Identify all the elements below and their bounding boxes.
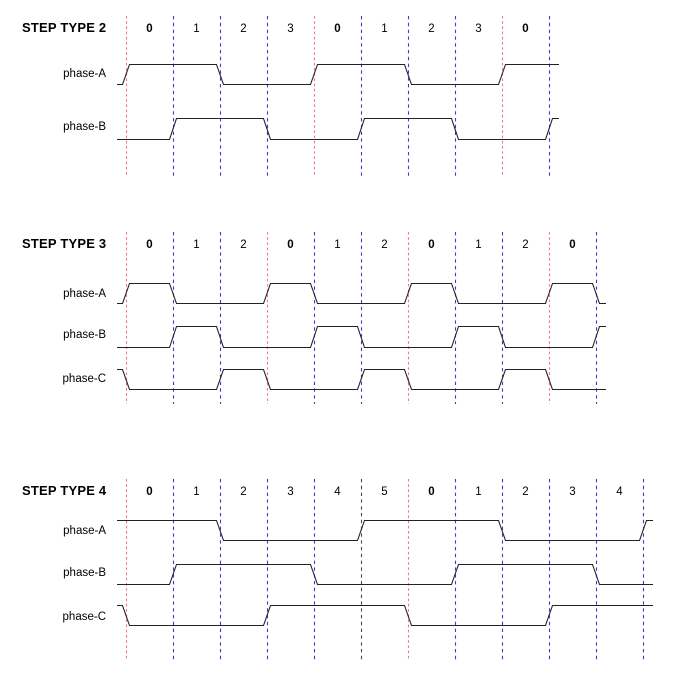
- block-title-step-type-3: STEP TYPE 3: [22, 236, 107, 251]
- step-number-step-type-4-3: 3: [287, 486, 294, 498]
- step-number-step-type-3-0: 0: [146, 239, 153, 251]
- block-title-step-type-2: STEP TYPE 2: [22, 20, 107, 35]
- block-title-step-type-4: STEP TYPE 4: [22, 483, 107, 498]
- step-number-step-type-2-1: 1: [193, 23, 200, 35]
- step-number-step-type-4-8: 2: [522, 486, 529, 498]
- signal-label-step-type-4-phase-A: phase-A: [63, 525, 106, 537]
- waveform-step-type-2-phase-A: [117, 63, 559, 86]
- step-number-step-type-2-7: 3: [475, 23, 482, 35]
- step-number-step-type-4-9: 3: [569, 486, 576, 498]
- signal-label-step-type-3-phase-A: phase-A: [63, 288, 106, 300]
- step-number-step-type-4-4: 4: [334, 486, 341, 498]
- waveform-step-type-3-phase-A: [117, 282, 606, 305]
- signal-label-step-type-3-phase-B: phase-B: [63, 329, 106, 341]
- step-number-step-type-3-1: 1: [193, 239, 200, 251]
- step-number-step-type-2-0: 0: [146, 23, 153, 35]
- step-number-step-type-4-6: 0: [428, 486, 435, 498]
- step-number-step-type-2-8: 0: [522, 23, 529, 35]
- step-number-step-type-4-0: 0: [146, 486, 153, 498]
- signal-label-step-type-2-phase-A: phase-A: [63, 68, 106, 80]
- step-number-step-type-2-4: 0: [334, 23, 341, 35]
- waveform-step-type-3-phase-C: [117, 368, 606, 391]
- step-number-step-type-2-6: 2: [428, 23, 435, 35]
- step-number-step-type-2-5: 1: [381, 23, 388, 35]
- step-number-step-type-3-5: 2: [381, 239, 388, 251]
- step-number-step-type-3-2: 2: [240, 239, 247, 251]
- waveform-step-type-2-phase-B: [117, 117, 559, 141]
- step-number-step-type-2-3: 3: [287, 23, 294, 35]
- step-number-step-type-4-7: 1: [475, 486, 482, 498]
- step-number-step-type-4-10: 4: [616, 486, 623, 498]
- step-number-step-type-3-4: 1: [334, 239, 341, 251]
- signal-label-step-type-3-phase-C: phase-C: [62, 373, 106, 385]
- step-number-step-type-4-1: 1: [193, 486, 200, 498]
- step-number-step-type-3-3: 0: [287, 239, 294, 251]
- step-number-step-type-3-9: 0: [569, 239, 576, 251]
- step-number-step-type-2-2: 2: [240, 23, 247, 35]
- step-number-step-type-3-8: 2: [522, 239, 529, 251]
- step-number-step-type-3-7: 1: [475, 239, 482, 251]
- step-number-step-type-4-2: 2: [240, 486, 247, 498]
- signal-label-step-type-2-phase-B: phase-B: [63, 121, 106, 133]
- waveform-step-type-4-phase-B: [117, 563, 653, 586]
- step-number-step-type-3-6: 0: [428, 239, 435, 251]
- waveform-step-type-4-phase-A: [117, 519, 653, 542]
- waveform-step-type-3-phase-B: [117, 325, 606, 349]
- waveform-step-type-4-phase-C: [117, 604, 653, 627]
- signal-label-step-type-4-phase-B: phase-B: [63, 567, 106, 579]
- step-number-step-type-4-5: 5: [381, 486, 388, 498]
- signal-label-step-type-4-phase-C: phase-C: [62, 611, 106, 623]
